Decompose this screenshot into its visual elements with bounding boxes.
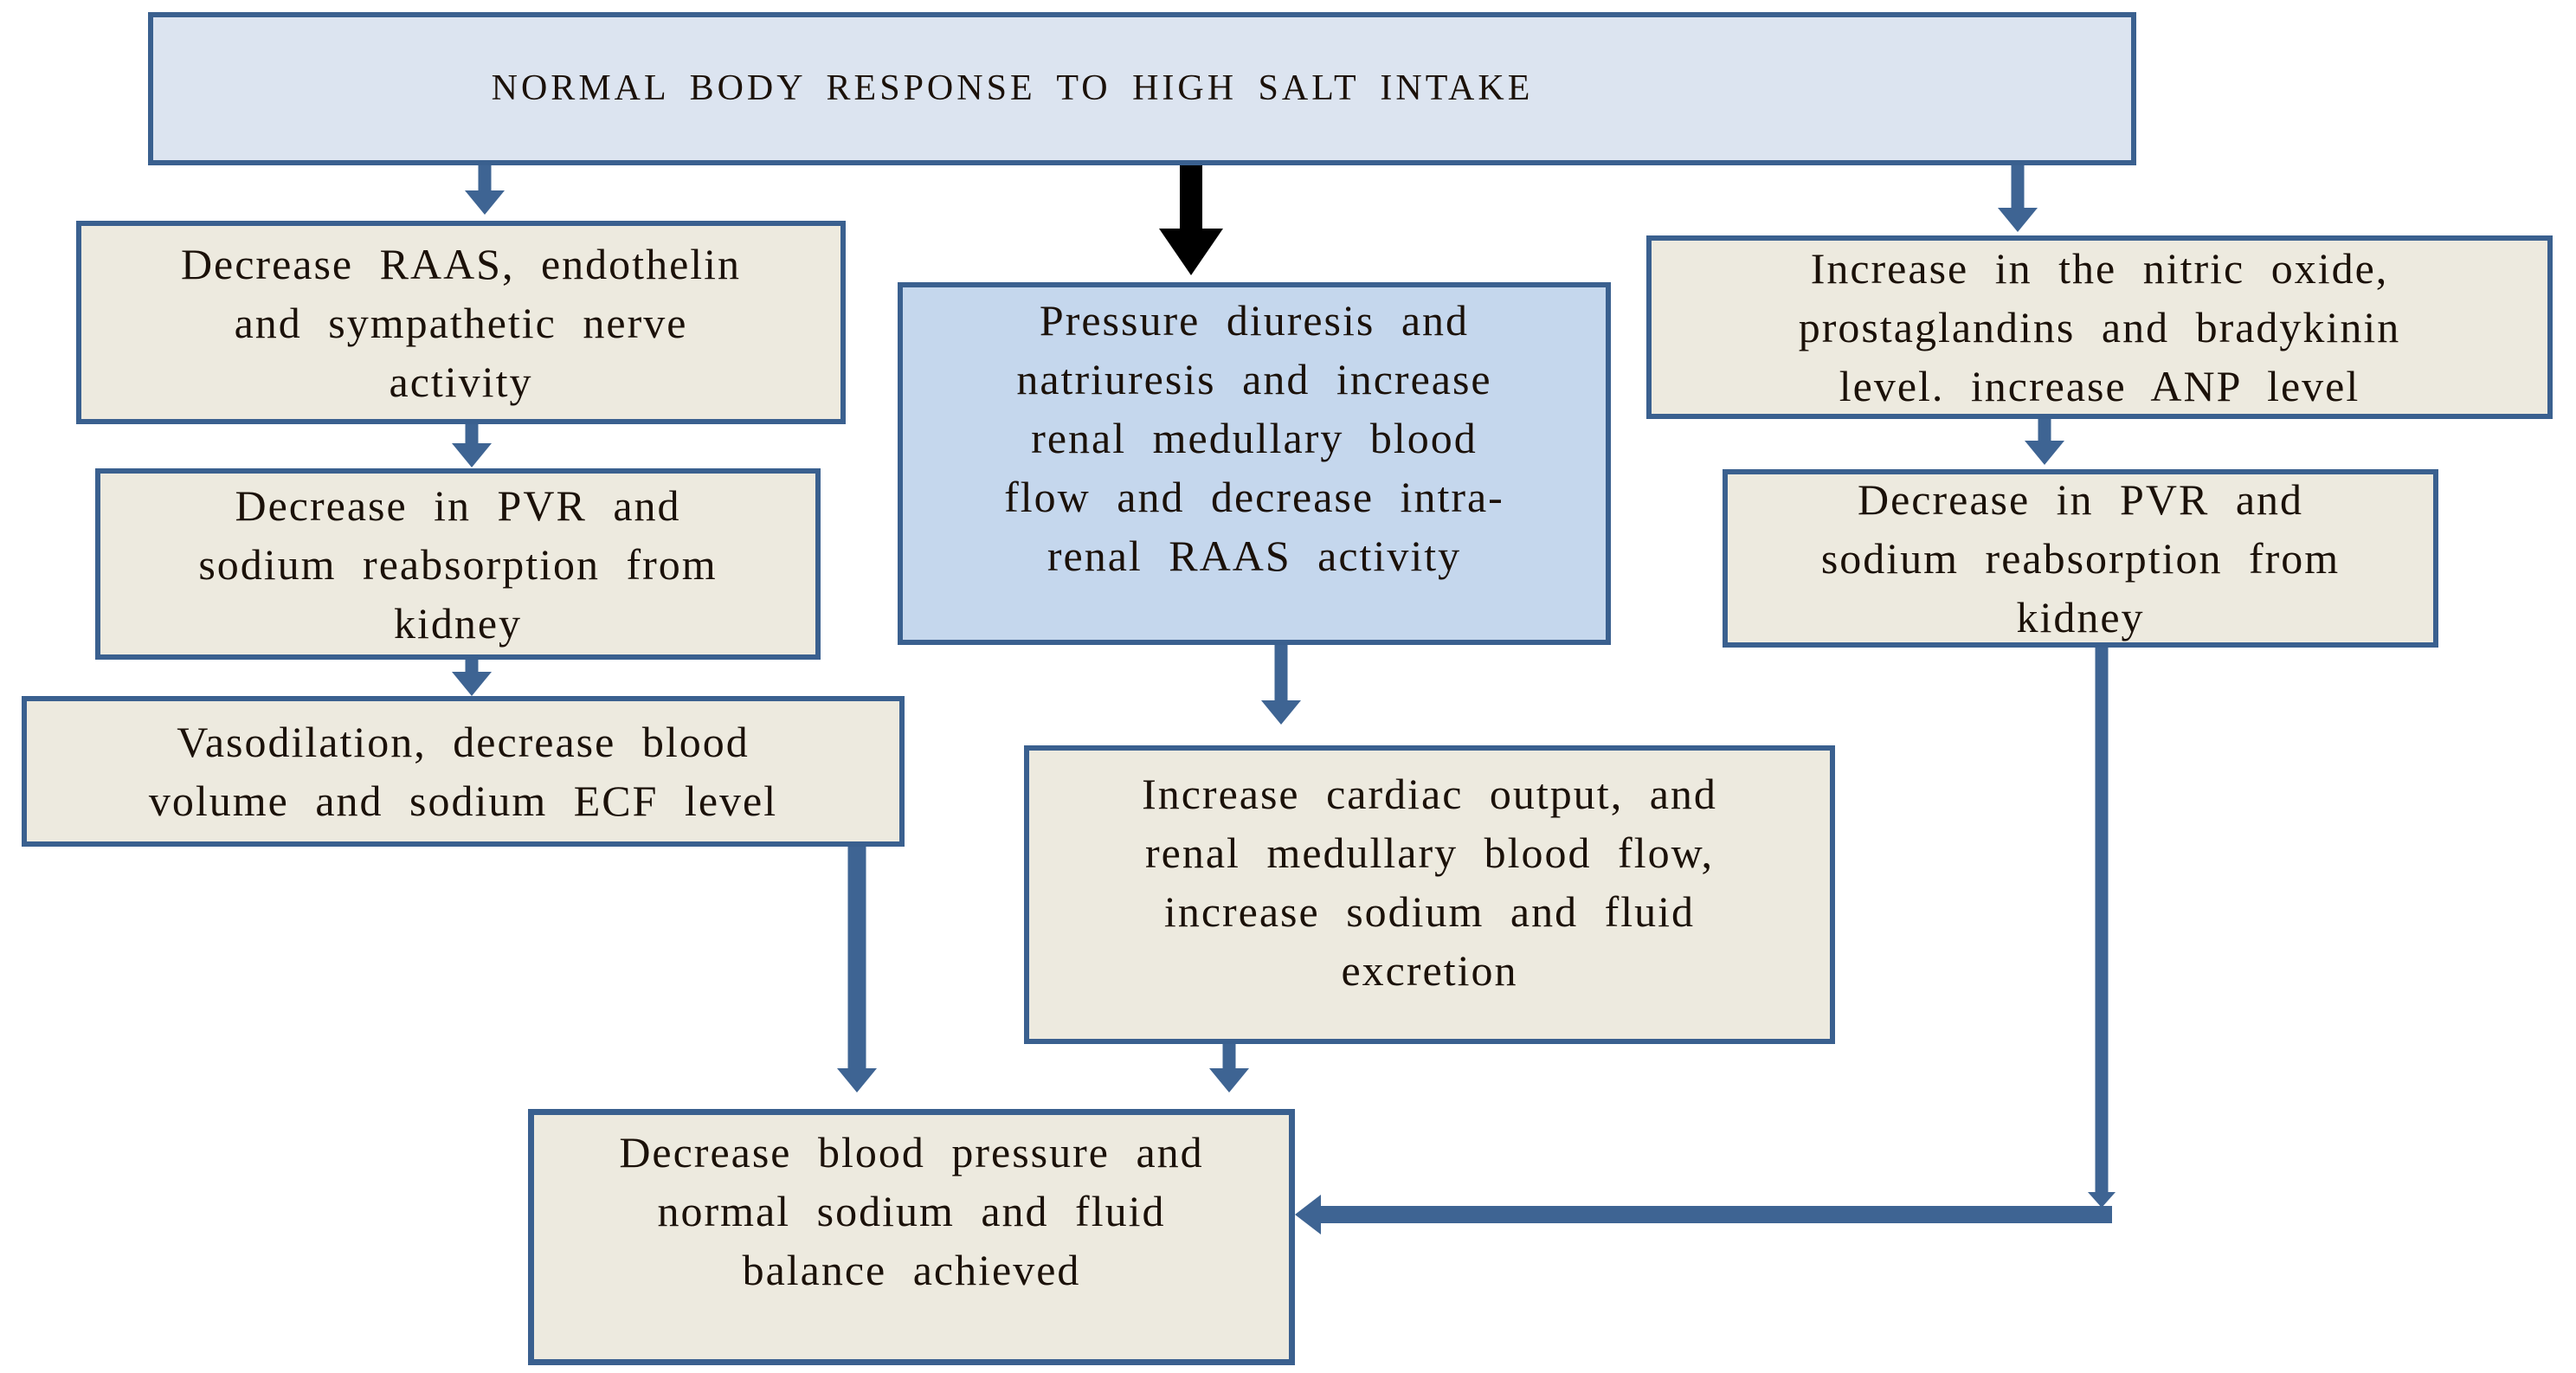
node-decrease-pvr-left-label: Decrease in PVR and sodium reabsorption …: [198, 480, 718, 648]
arrow-title-to-increase-nitric-oxide: [1998, 165, 2038, 232]
arrow-down-head: [1261, 700, 1301, 725]
node-decrease-blood-pressure: Decrease blood pressure and normal sodiu…: [528, 1109, 1295, 1365]
node-vasodilation-label: Vasodilation, decrease blood volume and …: [148, 718, 778, 825]
arrow-increase-nitric-oxide-to-decrease-pvr: [2025, 419, 2064, 465]
node-vasodilation: Vasodilation, decrease blood volume and …: [22, 696, 905, 847]
arrow-shaft: [1222, 1044, 1236, 1070]
arrow-increase-cardiac-output-to-decrease-blood-pressure: [1209, 1044, 1249, 1093]
node-title-label: NORMAL BODY RESPONSE TO HIGH SALT INTAKE: [491, 68, 1534, 108]
node-increase-cardiac-output-label: Increase cardiac output, and renal medul…: [1142, 769, 1717, 995]
arrow-title-to-decrease-raas: [465, 165, 505, 215]
node-decrease-blood-pressure-label: Decrease blood pressure and normal sodiu…: [619, 1128, 1204, 1294]
arrow-shaft: [478, 165, 492, 192]
arrow-shaft: [1317, 1206, 2112, 1223]
arrow-shaft: [2011, 165, 2025, 209]
arrow-down-head: [1209, 1068, 1249, 1093]
arrow-title-to-pressure-diuresis: [1159, 165, 1223, 275]
arrow-shaft: [465, 424, 479, 445]
arrow-down-head: [1998, 208, 2038, 232]
arrow-down-head: [837, 1068, 877, 1093]
node-decrease-pvr-right: Decrease in PVR and sodium reabsorption …: [1723, 469, 2438, 648]
arrow-elbow-to-decrease-blood-pressure: [1295, 1195, 2112, 1234]
arrow-down-head: [465, 190, 505, 215]
node-increase-nitric-oxide-label: Increase in the nitric oxide, prostaglan…: [1798, 244, 2401, 410]
node-pressure-diuresis-label: Pressure diuresis and natriuresis and in…: [1004, 295, 1504, 580]
node-decrease-raas: Decrease RAAS, endothelin and sympatheti…: [76, 221, 846, 424]
node-decrease-raas-label: Decrease RAAS, endothelin and sympatheti…: [180, 239, 742, 406]
arrow-decrease-pvr-to-vasodilation: [452, 660, 492, 696]
node-decrease-pvr-left: Decrease in PVR and sodium reabsorption …: [95, 468, 821, 660]
arrow-pressure-diuresis-to-increase-cardiac-output: [1261, 645, 1301, 725]
arrow-shaft: [1180, 165, 1202, 229]
arrow-down-head: [2088, 1192, 2116, 1208]
node-decrease-pvr-right-label: Decrease in PVR and sodium reabsorption …: [1820, 475, 2341, 641]
arrow-down-head: [452, 672, 492, 696]
arrow-down-head: [2025, 441, 2064, 465]
arrow-down-head: [452, 443, 492, 467]
arrow-vasodilation-to-decrease-blood-pressure: [837, 847, 877, 1093]
arrow-decrease-raas-to-decrease-pvr: [452, 424, 492, 467]
arrow-down-head: [1159, 229, 1223, 275]
arrow-shaft: [2038, 419, 2051, 442]
node-increase-nitric-oxide: Increase in the nitric oxide, prostaglan…: [1646, 235, 2553, 419]
arrow-shaft: [2095, 648, 2109, 1194]
arrow-left-head: [1295, 1195, 1321, 1234]
node-title: NORMAL BODY RESPONSE TO HIGH SALT INTAKE: [148, 12, 2136, 165]
arrow-shaft: [1274, 645, 1288, 702]
node-increase-cardiac-output: Increase cardiac output, and renal medul…: [1024, 745, 1835, 1044]
node-pressure-diuresis: Pressure diuresis and natriuresis and in…: [898, 282, 1611, 645]
arrow-shaft: [465, 660, 479, 674]
arrow-decrease-pvr-right-down-line: [2082, 648, 2122, 1208]
arrow-shaft: [847, 847, 866, 1070]
